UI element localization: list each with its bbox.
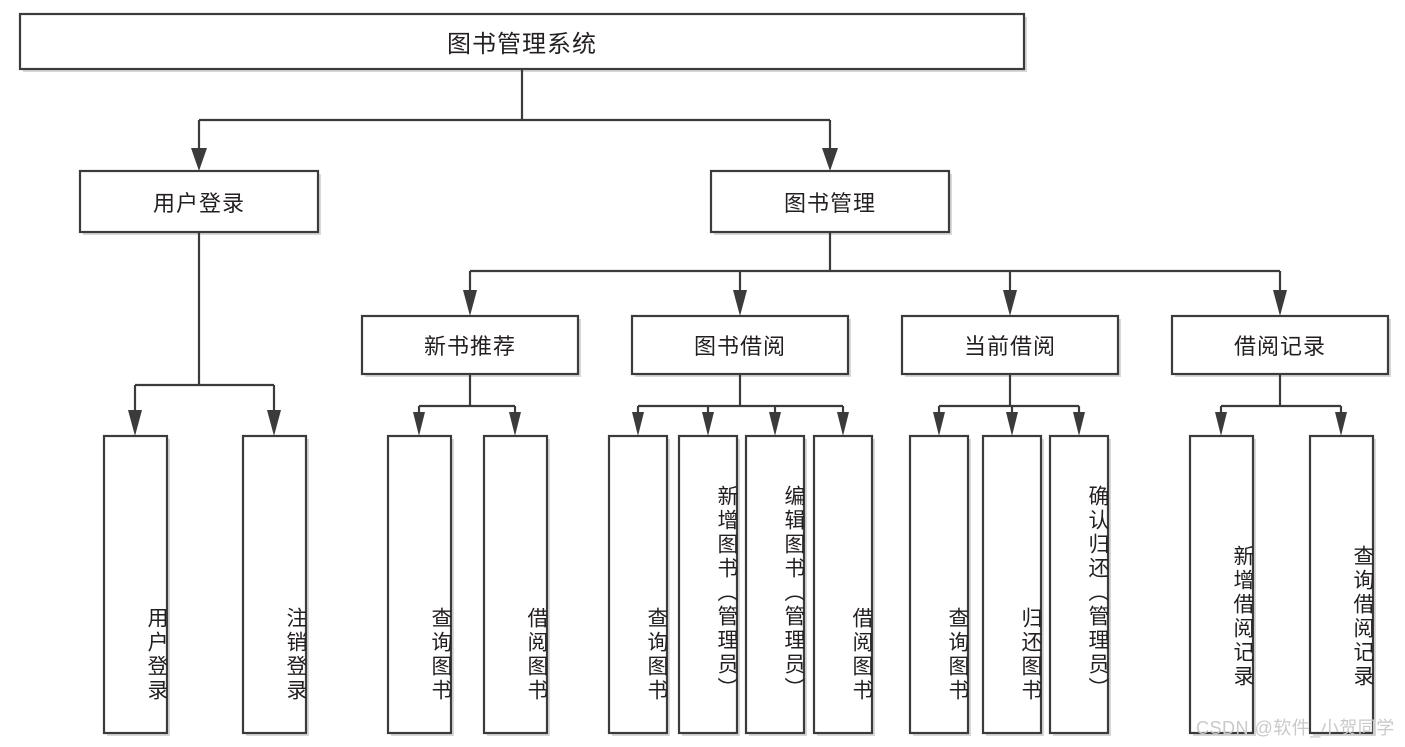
leaf-add-borrow-record[interactable]	[1190, 436, 1253, 733]
csdn-watermark: CSDN @软件_小贺同学	[1196, 718, 1395, 738]
node-root[interactable]	[20, 14, 1024, 69]
node-leaf-4-rect	[607, 434, 669, 735]
node-leaf-12-rect	[1308, 434, 1375, 735]
node-l3-2-rect	[900, 314, 1120, 376]
leaf-borrow-book-rec[interactable]	[484, 436, 547, 733]
leaf-query-borrow-record[interactable]	[1310, 436, 1373, 733]
node-user-login[interactable]	[80, 171, 318, 232]
node-l2-1-rect	[709, 169, 951, 234]
leaf-return-book[interactable]	[983, 436, 1041, 733]
node-l3-0-rect	[360, 314, 580, 376]
leaf-confirm-return-admin[interactable]	[1050, 436, 1108, 733]
leaf-add-book-admin[interactable]	[679, 436, 737, 733]
leaf-query-book-rec[interactable]	[388, 436, 451, 733]
node-borrow-record[interactable]	[1172, 316, 1388, 374]
node-leaf-0-rect	[102, 434, 169, 735]
node-leaf-2-rect	[386, 434, 453, 735]
node-current-borrow[interactable]	[902, 316, 1118, 374]
node-leaf-5-rect	[677, 434, 739, 735]
box-frame-group	[18, 12, 1390, 735]
leaf-edit-book-admin[interactable]	[746, 436, 804, 733]
node-l3-3-rect	[1170, 314, 1390, 376]
node-l2-0-rect	[78, 169, 320, 234]
leaf-query-book-borrow[interactable]	[609, 436, 667, 733]
node-l3-1-rect	[630, 314, 850, 376]
node-leaf-3-rect	[482, 434, 549, 735]
connector-group	[133, 69, 1343, 414]
node-leaf-6-rect	[744, 434, 806, 735]
node-leaf-8-rect	[908, 434, 970, 735]
leaf-borrow-book[interactable]	[814, 436, 872, 733]
leaf-logout[interactable]	[243, 436, 306, 733]
node-leaf-10-rect	[1048, 434, 1110, 735]
leaf-query-book-current[interactable]	[910, 436, 968, 733]
node-root-rect	[18, 12, 1026, 71]
node-leaf-11-rect	[1188, 434, 1255, 735]
node-leaf-7-rect	[812, 434, 874, 735]
leaf-user-login[interactable]	[104, 436, 167, 733]
node-book-borrow[interactable]	[632, 316, 848, 374]
node-new-book-recommend[interactable]	[362, 316, 578, 374]
node-book-manage[interactable]	[711, 171, 949, 232]
node-leaf-9-rect	[981, 434, 1043, 735]
node-leaf-1-rect	[241, 434, 308, 735]
arrowhead-group	[128, 148, 1347, 436]
